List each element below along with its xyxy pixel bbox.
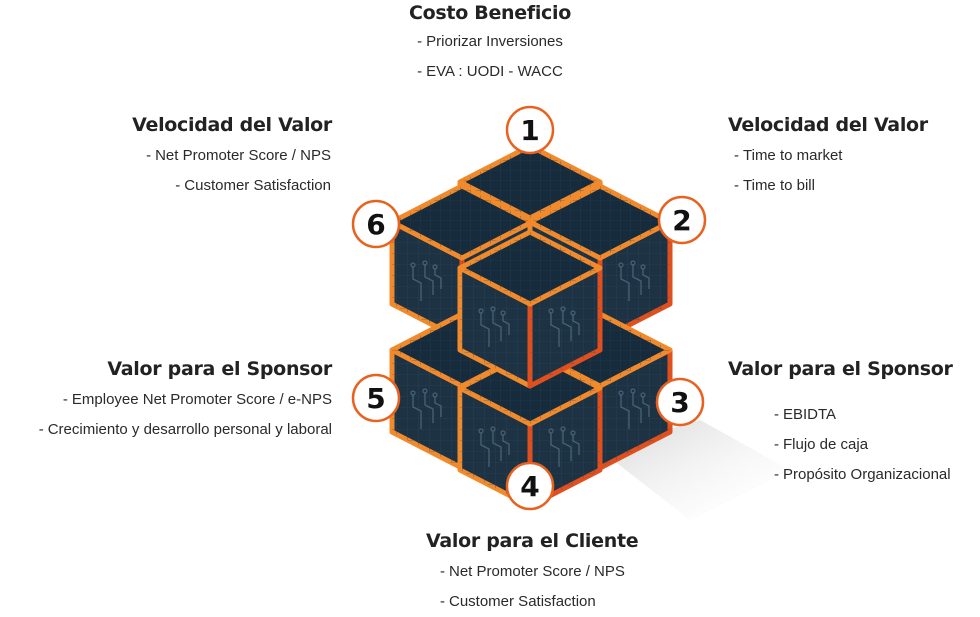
- block-valor-sponsor-right: Valor para el Sponsor -EBIDTA -Flujo de …: [728, 356, 953, 490]
- badge-number: 2: [672, 204, 691, 237]
- badge-number: 3: [670, 386, 689, 419]
- block-title: Costo Beneficio: [409, 2, 571, 24]
- badge-number: 4: [520, 470, 539, 503]
- badge-3-icon: 3: [655, 377, 705, 427]
- list-item: -Net Promoter Score / NPS: [440, 563, 625, 580]
- block-title: Velocidad del Valor: [132, 114, 332, 136]
- block-costo-beneficio: Costo Beneficio -Priorizar Inversiones -…: [0, 0, 980, 87]
- block-title: Velocidad del Valor: [728, 114, 928, 136]
- list-item: -Time to bill: [734, 177, 815, 194]
- badge-number: 5: [366, 382, 385, 415]
- badge-1-icon: 1: [505, 105, 555, 155]
- list-item: -EBIDTA: [774, 406, 837, 423]
- list-item: -Priorizar Inversiones: [417, 33, 563, 50]
- badge-4-icon: 4: [505, 461, 555, 511]
- number-badges: 1 2 3 4 5 6: [351, 105, 707, 511]
- block-valor-sponsor-left: Valor para el Sponsor -Employee Net Prom…: [38, 356, 333, 445]
- block-valor-cliente: Valor para el Cliente -Net Promoter Scor…: [426, 528, 639, 617]
- badge-2-icon: 2: [657, 195, 707, 245]
- list-item: -Time to market: [734, 147, 843, 164]
- block-velocidad-valor-right: Velocidad del Valor -Time to market -Tim…: [728, 112, 928, 201]
- block-velocidad-valor-left: Velocidad del Valor -Net Promoter Score …: [132, 112, 332, 201]
- badge-number: 6: [366, 208, 385, 241]
- list-item: -Customer Satisfaction: [440, 593, 596, 610]
- list-item: -Crecimiento y desarrollo personal y lab…: [38, 421, 332, 438]
- block-title: Valor para el Sponsor: [107, 358, 332, 380]
- block-title: Valor para el Sponsor: [728, 358, 953, 380]
- block-title: Valor para el Cliente: [426, 530, 639, 552]
- list-item: -Employee Net Promoter Score / e-NPS: [62, 391, 332, 408]
- badge-number: 1: [520, 114, 539, 147]
- cube-stack: [389, 143, 673, 509]
- badge-5-icon: 5: [351, 373, 401, 423]
- badge-6-icon: 6: [351, 199, 401, 249]
- list-item: -Propósito Organizacional: [774, 466, 951, 483]
- cube-center-front: [457, 229, 603, 389]
- list-item: -Customer Satisfaction: [175, 177, 331, 194]
- list-item: -EVA : UODI - WACC: [417, 63, 563, 80]
- list-item: -Flujo de caja: [774, 436, 869, 453]
- list-item: -Net Promoter Score / NPS: [146, 147, 331, 164]
